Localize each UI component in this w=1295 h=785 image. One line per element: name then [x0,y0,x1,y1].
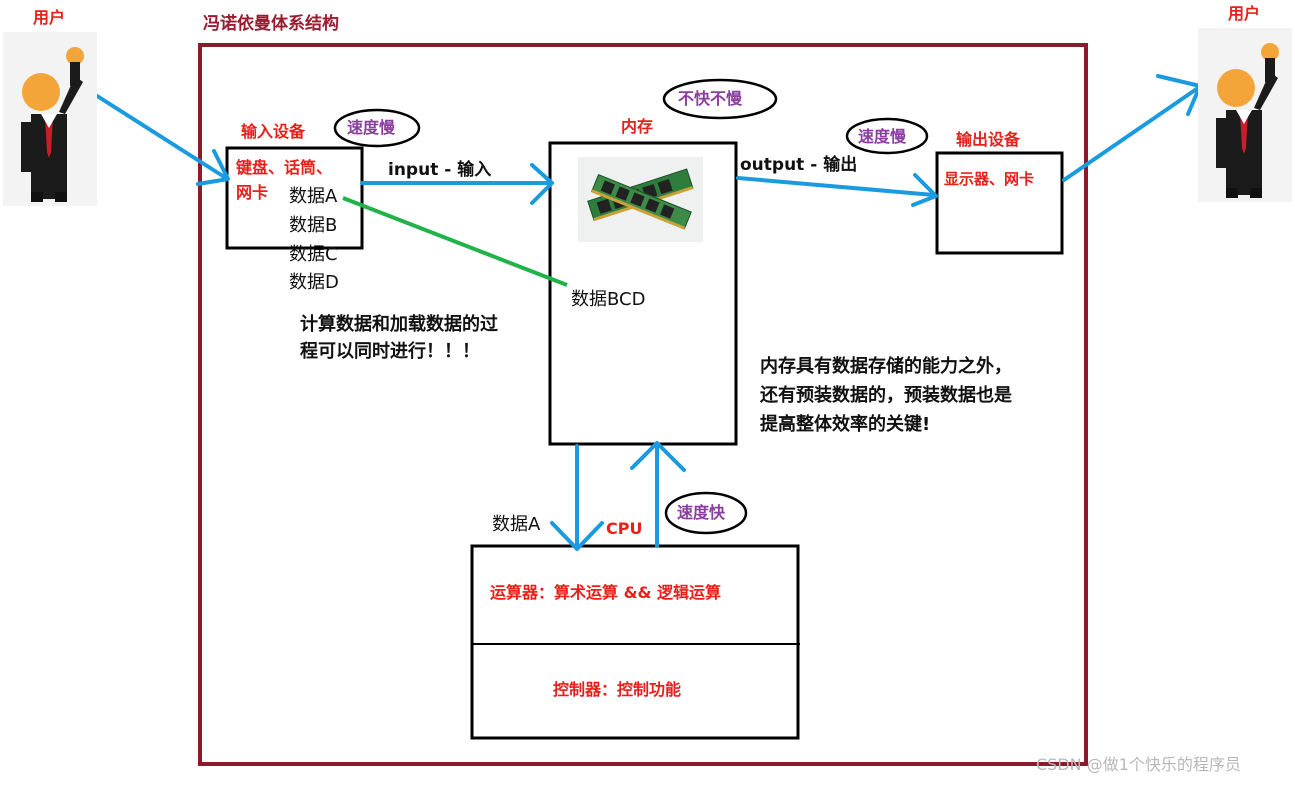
memory-speed-ellipse [662,78,778,120]
user-to-input-arrow [92,92,230,186]
input-speed-ellipse [333,108,421,148]
memory-label: 内存 [621,117,654,136]
cpu-to-memory-arrow [630,441,686,548]
cpu-data: 数据A [492,514,541,535]
person-icon [1216,43,1279,198]
memory-speed-label: 不快不慢 [678,89,743,108]
output-device-label: 输出设备 [956,130,1021,149]
input-speed-label: 速度慢 [347,118,396,137]
input-data-b: 数据B [289,215,338,236]
memory-data: 数据BCD [571,289,646,310]
memory-note-1: 内存具有数据存储的能力之外， [760,356,1012,377]
cpu-alu: 运算器：算术运算 && 逻辑运算 [490,583,722,602]
input-data-a: 数据A [289,186,338,207]
output-arrow [736,173,938,207]
memory-box [548,141,738,446]
data-a-link-line [342,196,568,287]
parallel-note-2: 程可以同时进行！！！ [300,341,480,362]
diagram-title: 冯诺依曼体系结构 [203,14,339,34]
memory-to-cpu-arrow [550,444,604,551]
left-user-figure [3,32,97,206]
watermark: CSDN @做1个快乐的程序员 [1036,755,1241,774]
input-data-d: 数据D [289,272,339,293]
cpu-label: CPU [606,519,643,538]
right-user-label: 用户 [1228,4,1261,23]
input-arrow [360,163,554,205]
cpu-speed-ellipse [664,491,748,535]
output-device-contents: 显示器、网卡 [944,170,1035,188]
left-user-label: 用户 [33,8,66,27]
parallel-note-1: 计算数据和加载数据的过 [300,314,498,335]
input-device-contents-2: 网卡 [236,183,269,202]
system-frame [198,43,1088,766]
cpu-speed-label: 速度快 [677,503,726,522]
output-arrow-label: output - 输出 [740,155,858,175]
output-speed-ellipse [845,117,929,155]
cpu-box [470,544,800,740]
output-speed-label: 速度慢 [858,127,907,146]
right-user-figure [1198,28,1292,202]
input-data-c: 数据C [289,244,338,265]
input-arrow-label: input - 输入 [388,160,492,180]
memory-module-image [578,157,703,242]
cpu-controller: 控制器：控制功能 [553,680,682,699]
input-device-label: 输入设备 [241,122,306,141]
input-device-contents-1: 键盘、话筒、 [236,158,333,177]
memory-note-2: 还有预装数据的，预装数据也是 [760,385,1012,406]
output-device-box [935,151,1064,255]
input-device-box [225,146,364,250]
person-icon [21,47,84,202]
memory-note-3: 提高整体效率的关键! [760,414,931,435]
